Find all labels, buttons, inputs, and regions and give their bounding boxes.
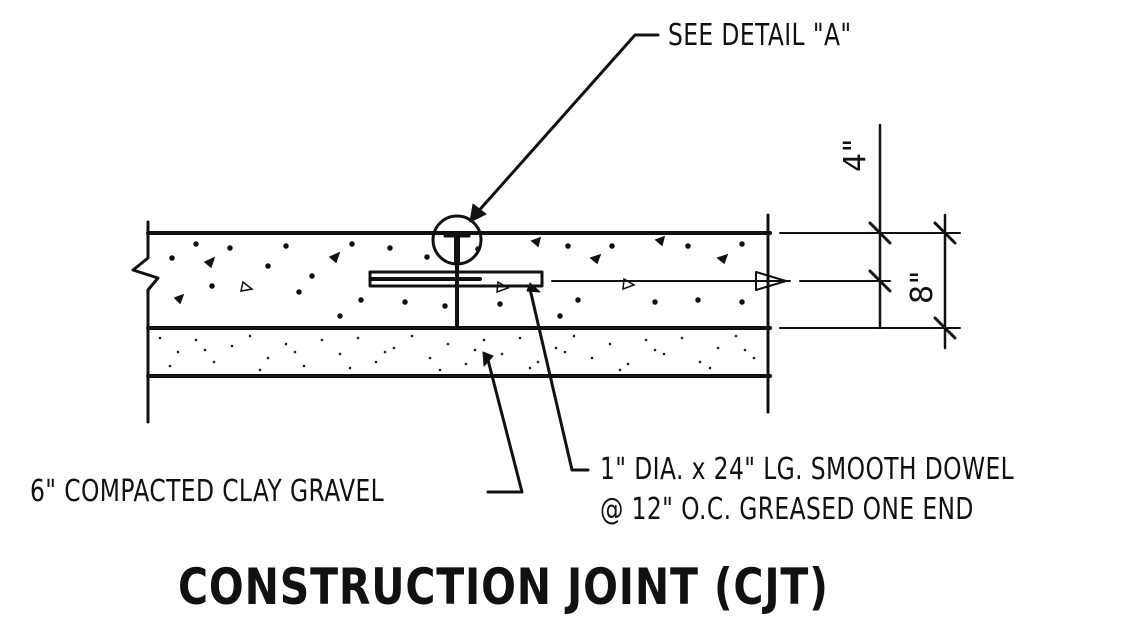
reference-arrow — [755, 271, 787, 291]
detail-arrowhead — [469, 203, 487, 223]
gravel-arrowhead — [482, 351, 494, 367]
dowel-label-line2: @ 12" O.C. GREASED ONE END — [600, 492, 974, 527]
drawing-title: CONSTRUCTION JOINT (CJT) — [178, 558, 829, 616]
gravel-leader — [486, 358, 524, 494]
dim-tick-1 — [868, 221, 892, 245]
concrete-aggregate — [169, 235, 745, 319]
dim-8in-label: 8" — [905, 270, 940, 304]
detail-callout-label: SEE DETAIL "A" — [668, 18, 852, 53]
dowel-arrowhead — [526, 282, 541, 293]
dim-tick-3 — [933, 221, 957, 245]
dowel-label-line1: 1" DIA. x 24" LG. SMOOTH DOWEL — [600, 452, 1015, 487]
dim-tick-2 — [868, 269, 892, 293]
break-line — [131, 256, 160, 292]
gravel-stipple — [158, 334, 756, 372]
dowel-leader — [528, 287, 590, 472]
gravel-label: 6" COMPACTED CLAY GRAVEL — [30, 474, 385, 509]
detail-leader — [473, 33, 660, 217]
dim-tick-4 — [933, 316, 957, 340]
dim-4in-label: 4" — [838, 138, 873, 172]
